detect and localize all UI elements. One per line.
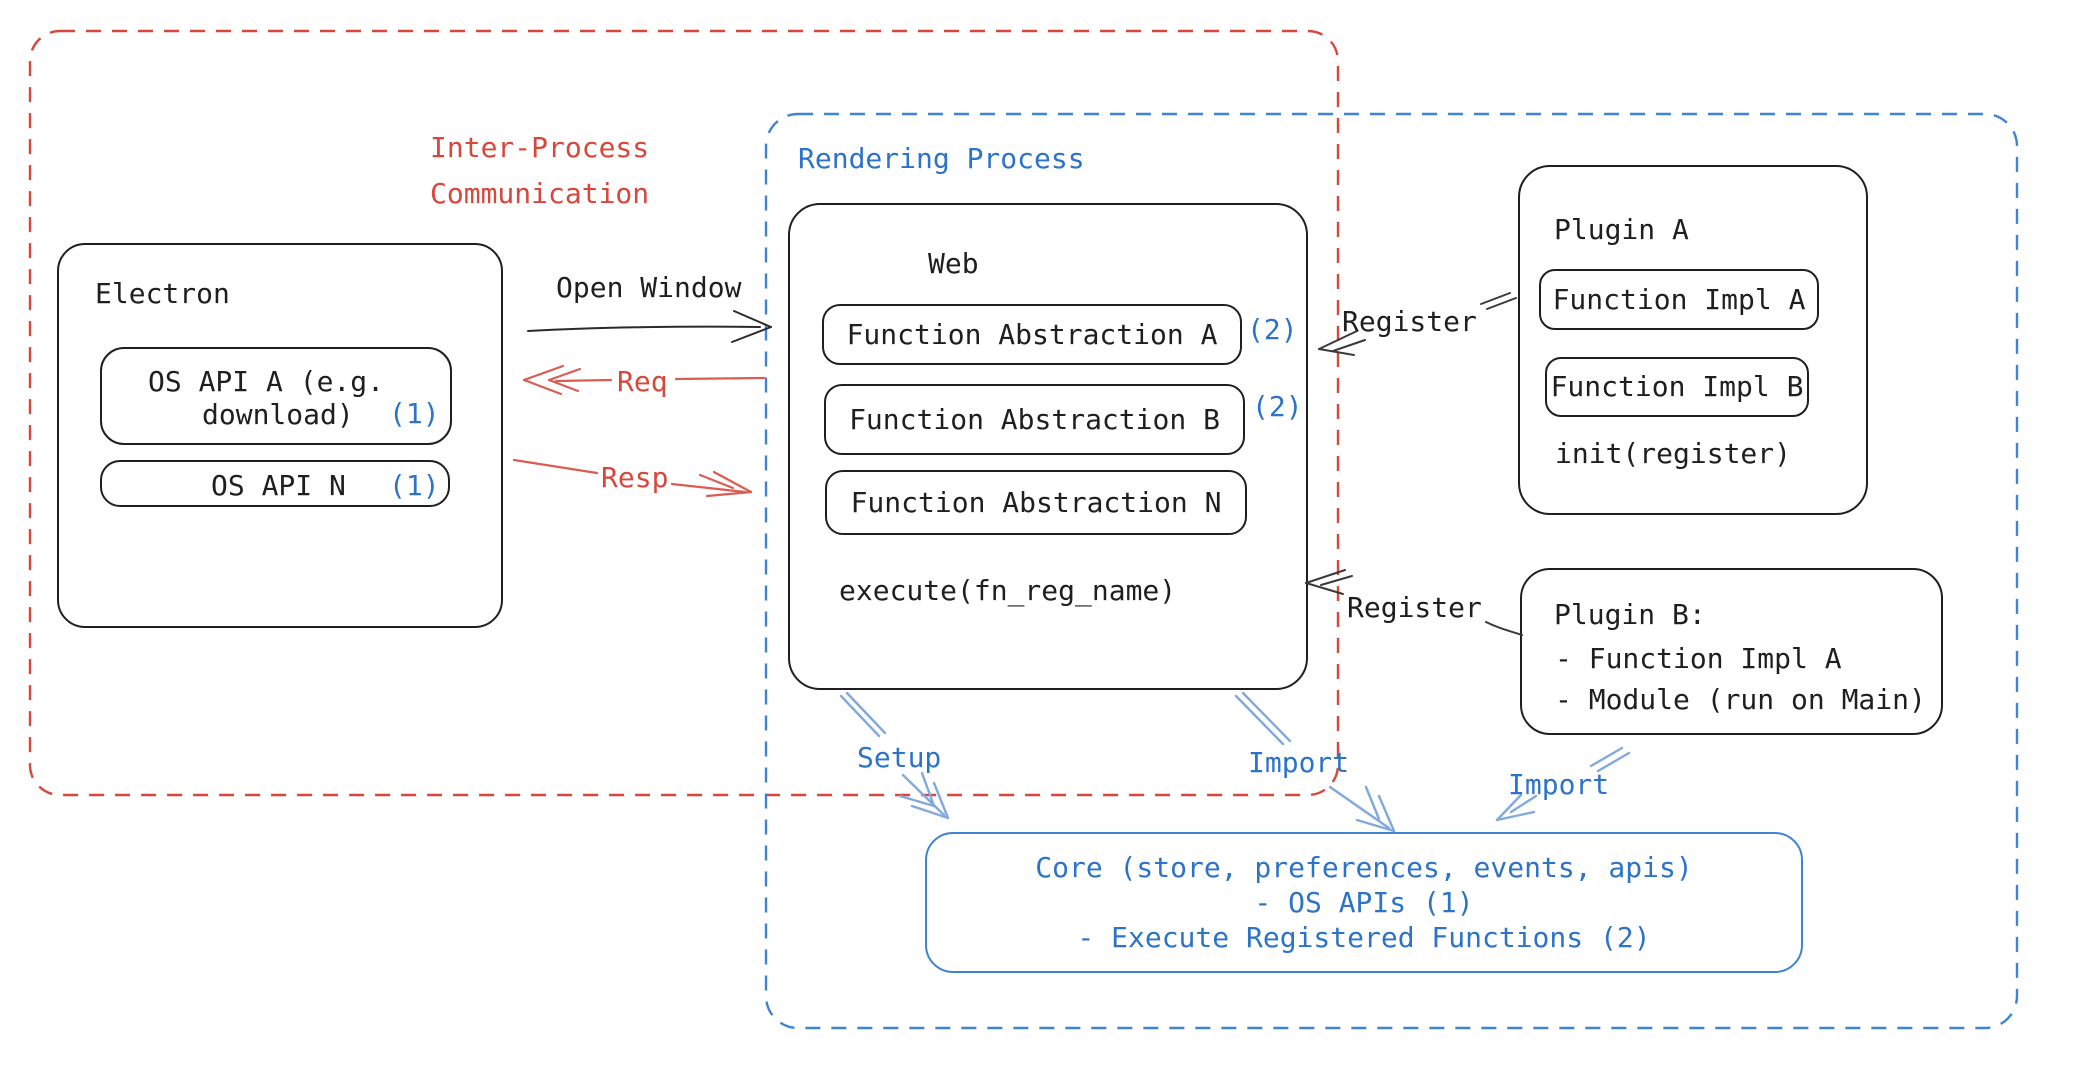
plugin-b-title: Plugin B: (1554, 598, 1706, 631)
resp-label: Resp (601, 461, 669, 494)
electron-box: Electron OS API A (e.g. download) (1) OS… (57, 243, 503, 628)
setup-label: Setup (857, 741, 942, 774)
register-lower-label: Register (1347, 591, 1482, 624)
function-impl-a-box: Function Impl A (1539, 269, 1819, 330)
ipc-label: Inter-Process Communication (430, 131, 650, 210)
plugin-b-line2: - Module (run on Main) (1555, 683, 1926, 716)
function-impl-b-label: Function Impl B (1550, 370, 1804, 403)
execute-label: execute(fn_reg_name) (839, 574, 1177, 607)
open-window-label: Open Window (556, 271, 742, 304)
import-left-label: Import (1248, 746, 1350, 779)
os-api-a-badge: (1) (389, 397, 440, 430)
register-upper-label: Register (1342, 305, 1477, 338)
os-api-a-line1: OS API A (e.g. (148, 365, 385, 398)
function-abstraction-n-label: Function Abstraction N (850, 485, 1222, 519)
web-box: Web Function Abstraction A Function Abst… (788, 203, 1308, 690)
function-abstraction-b-box: Function Abstraction B (824, 384, 1245, 455)
os-api-a-line2: download) (202, 398, 354, 431)
os-api-n-badge: (1) (389, 469, 440, 502)
os-api-n-box: OS API N (1) (100, 460, 450, 507)
core-box: Core (store, preferences, events, apis) … (925, 832, 1803, 973)
web-title: Web (928, 247, 979, 280)
plugin-a-box: Plugin A Function Impl A Function Impl B… (1518, 165, 1868, 515)
rendering-process-title: Rendering Process (798, 142, 1085, 175)
function-abstraction-b-badge: (2) (1252, 390, 1303, 423)
electron-title: Electron (95, 277, 230, 310)
function-impl-b-box: Function Impl B (1545, 357, 1809, 417)
os-api-a-box: OS API A (e.g. download) (1) (100, 347, 452, 445)
plugin-b-line1: - Function Impl A (1555, 642, 1842, 675)
req-label: Req (617, 365, 668, 398)
os-api-n-label: OS API N (211, 469, 346, 502)
function-abstraction-b-label: Function Abstraction B (849, 402, 1220, 436)
function-abstraction-n-box: Function Abstraction N (825, 470, 1247, 535)
plugin-b-box: Plugin B: - Function Impl A - Module (ru… (1520, 568, 1943, 735)
plugin-a-title: Plugin A (1554, 213, 1689, 246)
function-abstraction-a-badge: (2) (1247, 313, 1298, 346)
function-abstraction-a-box: Function Abstraction A (822, 304, 1242, 365)
function-impl-a-label: Function Impl A (1552, 282, 1806, 316)
import-right-label: Import (1508, 768, 1610, 801)
open-window-arrow (527, 310, 772, 343)
init-register-label: init(register) (1555, 437, 1792, 470)
function-abstraction-a-label: Function Abstraction A (846, 317, 1218, 351)
